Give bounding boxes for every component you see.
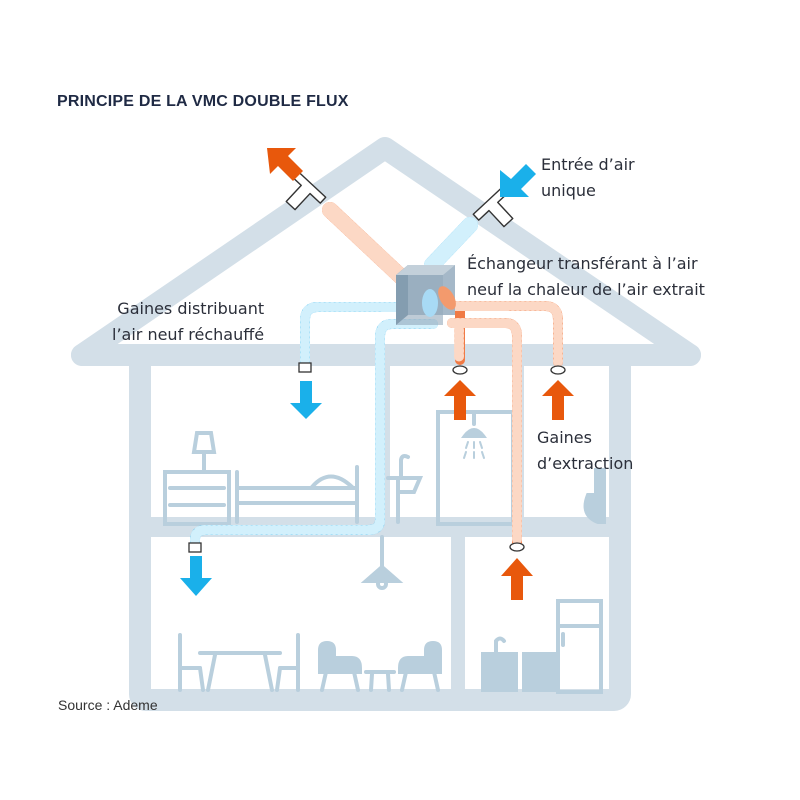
fridge-icon <box>556 599 603 694</box>
shower-icon <box>436 410 515 526</box>
armchair-right-icon <box>398 640 442 692</box>
heat-exchanger <box>396 265 456 325</box>
extraction-ducts-label-line1: Gaines <box>537 428 592 447</box>
arrow-up-left-icon <box>267 148 303 181</box>
supply-ducts-label: Gaines distribuant l’air neuf réchauffé <box>112 296 264 348</box>
extraction-ducts-label: Gaines d’extraction <box>537 425 633 477</box>
supply-vent-lower-icon <box>188 542 202 553</box>
air-inlet-label: Entrée d’air unique <box>541 152 635 204</box>
diagram-title: PRINCIPE DE LA VMC DOUBLE FLUX <box>57 93 349 110</box>
arrow-down-left-icon <box>500 164 536 197</box>
supply-vent-upper-icon <box>298 362 312 373</box>
toilet-icon <box>583 468 606 524</box>
airflow-arrows <box>180 148 574 600</box>
supply-ducts-label-line1: Gaines distribuant <box>117 299 265 318</box>
arrow-up-icon <box>542 380 574 420</box>
roof <box>71 137 701 366</box>
side-table-icon <box>364 670 396 692</box>
extract-vent-wc-icon <box>550 365 566 375</box>
extract-vent-kitchen-icon <box>509 542 525 552</box>
source-credit: Source : Ademe <box>58 697 158 713</box>
kitchen-sink-icon <box>481 636 518 692</box>
exchanger-label: Échangeur transférant à l’air neuf la ch… <box>467 251 705 303</box>
kitchen-cabinet-icon <box>522 652 557 692</box>
dining-table-icon <box>178 633 300 692</box>
sink-icon <box>386 454 424 524</box>
arrow-up-icon <box>501 558 533 600</box>
exchanger-label-line2: neuf la chaleur de l’air extrait <box>467 280 705 299</box>
armchair-left-icon <box>318 640 362 692</box>
air-inlet-label-line2: unique <box>541 181 596 200</box>
air-inlet-label-line1: Entrée d’air <box>541 155 635 174</box>
bed-icon <box>235 465 359 524</box>
extract-vent-bathroom-icon <box>452 365 468 375</box>
arrow-down-icon <box>180 556 212 596</box>
chest-of-drawers-icon <box>163 470 231 526</box>
arrow-down-icon <box>290 381 322 419</box>
extraction-ducts-label-line2: d’extraction <box>537 454 634 473</box>
supply-ducts <box>190 217 478 550</box>
house-structure <box>71 137 701 711</box>
exchanger-label-line1: Échangeur transférant à l’air <box>467 254 698 273</box>
ceiling-lamp-icon <box>360 535 404 590</box>
supply-ducts-label-line2: l’air neuf réchauffé <box>112 325 265 344</box>
arrow-up-icon <box>444 380 476 420</box>
bedside-lamp-icon <box>191 431 217 472</box>
vents <box>188 362 566 553</box>
